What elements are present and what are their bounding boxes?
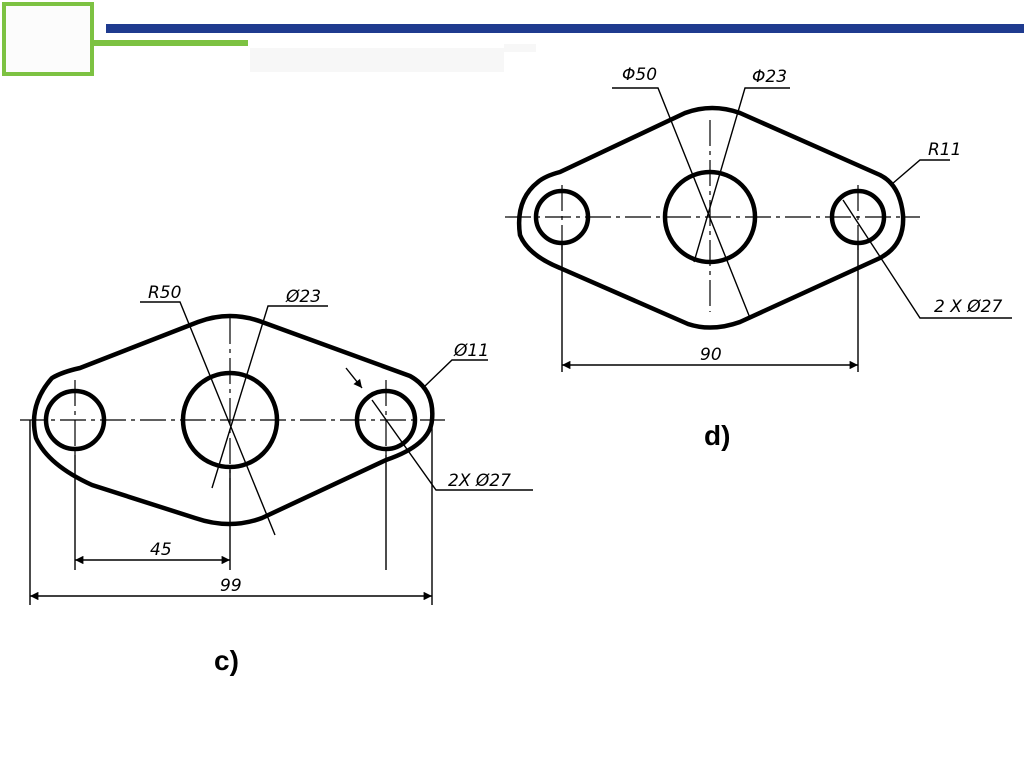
drawing-c-label-r50: R50 [148, 283, 181, 303]
caption-d: d) [704, 420, 731, 451]
drawing-d-label-phi23: Φ23 [752, 67, 787, 87]
drawing-d-label-phi50: Φ50 [622, 65, 657, 85]
drawing-d: Φ50 Φ23 R11 2 X Ø27 90 [505, 65, 1012, 372]
drawing-d-label-r11: R11 [928, 140, 961, 160]
slide-header-green-bar [94, 40, 248, 46]
drawing-c-label-phi23: Ø23 [285, 287, 321, 307]
drawing-d-label-90: 90 [700, 345, 722, 365]
drawing-d-leader-phi27 [842, 199, 1012, 319]
slide-header-blue-bar [106, 24, 1024, 33]
drawing-c-label-phi11: Ø11 [453, 341, 489, 361]
drawing-d-leader-r11 [891, 159, 950, 185]
drawing-c-outline [31, 313, 435, 527]
drawing-c-leader-phi23 [211, 305, 328, 489]
drawing-d-outline [516, 105, 906, 330]
drawing-c-leader-phi11-arrow [345, 367, 363, 389]
drawing-d-leader-phi50 [612, 87, 751, 319]
slide-title-placeholder [250, 48, 504, 72]
drawing-d-leader-phi23 [693, 87, 790, 263]
drawing-c: R50 Ø23 Ø11 2X Ø27 45 99 [20, 283, 533, 605]
drawing-c-label-2x-phi27: 2X Ø27 [448, 471, 511, 491]
drawing-c-leader-r50 [140, 301, 276, 536]
drawing-c-leader-phi11 [424, 359, 488, 387]
drawing-c-label-99: 99 [220, 576, 242, 596]
drawing-c-leader-phi27 [371, 399, 533, 491]
slide-title-placeholder-tail [504, 44, 536, 52]
drawing-c-label-45: 45 [150, 540, 172, 560]
slide-header-square [2, 2, 94, 76]
drawing-d-label-2x-phi27: 2 X Ø27 [934, 297, 1002, 317]
caption-c: c) [214, 645, 239, 676]
